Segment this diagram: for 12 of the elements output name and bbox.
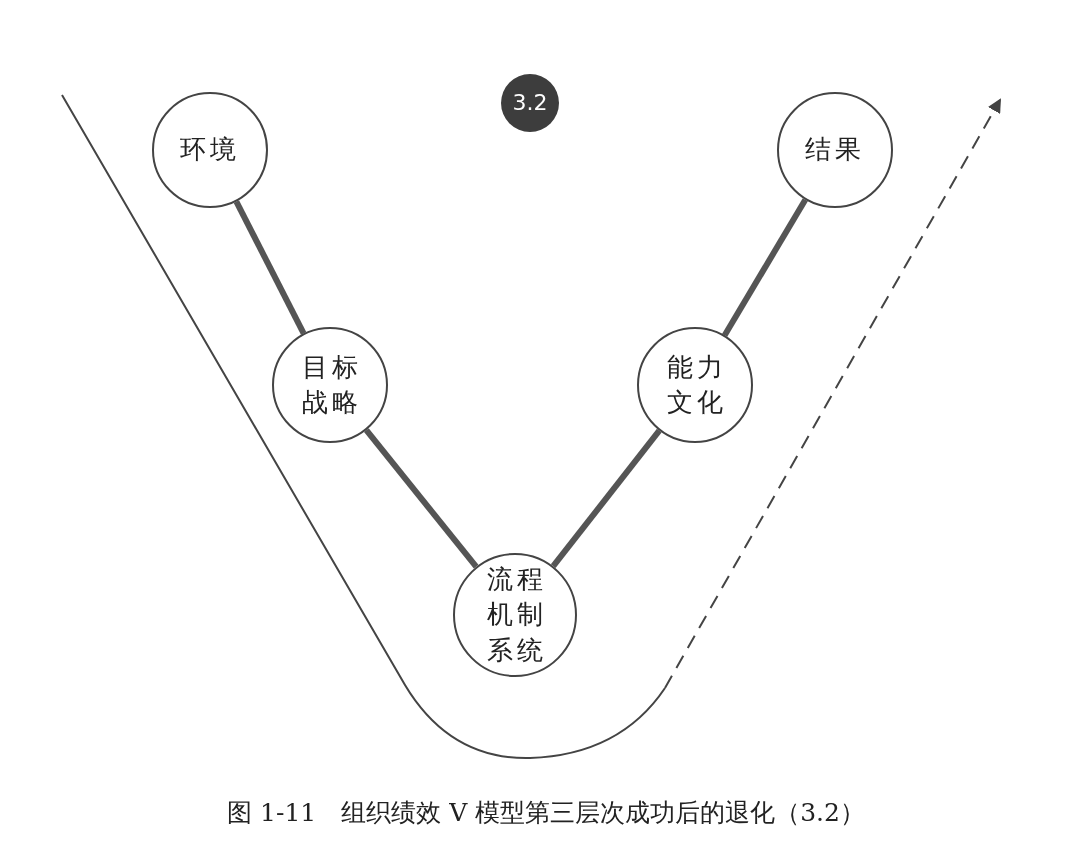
node-label: 能力文化	[666, 350, 728, 419]
node-label: 结果	[805, 133, 865, 167]
connector-line	[364, 428, 479, 569]
connector-line	[722, 198, 808, 337]
connector-line	[233, 200, 307, 335]
node-label: 流程机制系统	[486, 563, 548, 667]
node-label: 目标战略	[301, 350, 363, 419]
connector-line	[550, 428, 662, 569]
number-badge	[501, 74, 559, 132]
node-label: 3.2	[512, 89, 548, 118]
node-label: 环境	[180, 133, 240, 167]
figure-caption: 图 1-11 组织绩效 V 模型第三层次成功后的退化（3.2）	[227, 798, 865, 827]
